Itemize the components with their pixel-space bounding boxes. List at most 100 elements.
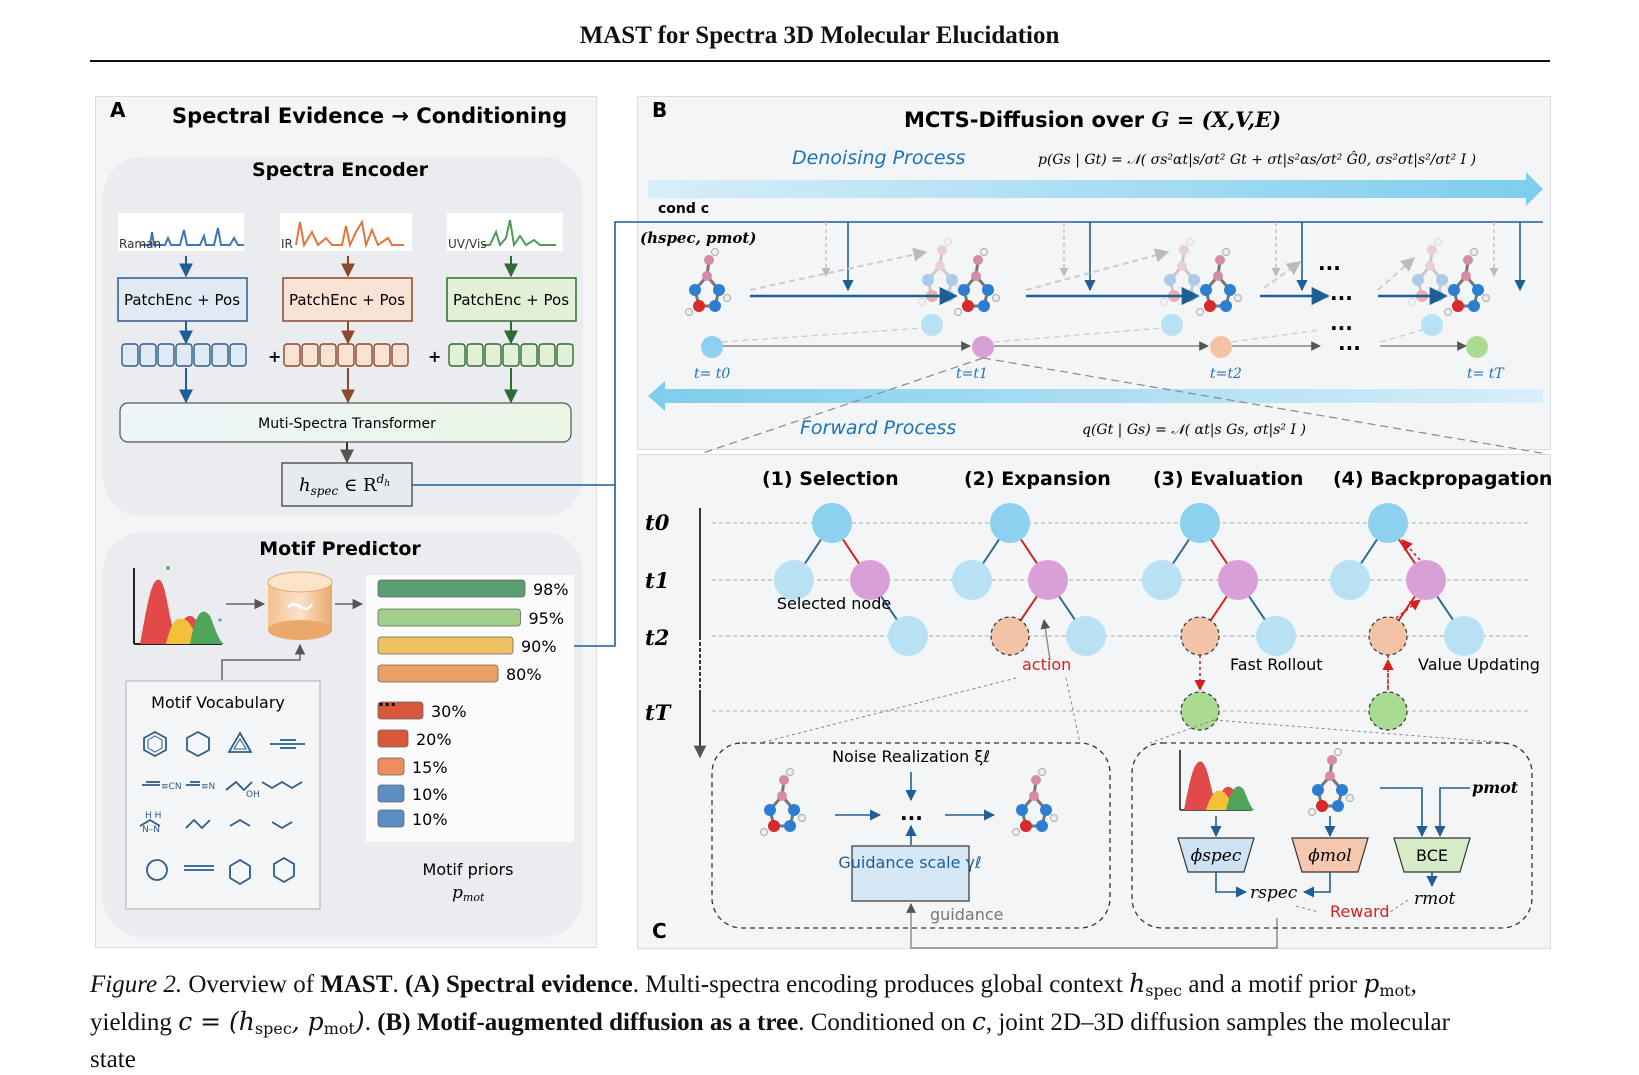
motif-bar-label: 80% — [506, 665, 542, 684]
reward-dash-2 — [1295, 905, 1319, 913]
patch-tokens — [121, 343, 574, 367]
caption-text-7: . — [364, 1009, 378, 1036]
r-mot-label: rmot — [1414, 889, 1455, 909]
step-backpropagation: (4) Backpropagation — [1333, 468, 1552, 490]
patch-token — [301, 343, 319, 367]
caption-b-head: (B) Motif-augmented diffusion as a tree — [377, 1009, 799, 1036]
action-label: action — [1022, 655, 1071, 674]
reward-box — [1131, 742, 1533, 929]
caption-hspec: hspec — [1129, 969, 1183, 1000]
molecule-reward — [1307, 747, 1355, 817]
time-t0: t= t0 — [694, 366, 730, 382]
motif-bar-label: 10% — [412, 810, 448, 829]
motif-priors-symbol: pmot — [452, 883, 485, 904]
motif-bar-label: 20% — [416, 730, 452, 749]
caption-text-2: . — [392, 971, 406, 998]
motif-bar-label: 10% — [412, 785, 448, 804]
dots-b-2: ... — [1330, 281, 1353, 305]
phi-spec-label: ϕspec — [1191, 846, 1242, 866]
uvvis-spectrum-plot: UV/Vis — [447, 213, 563, 251]
motif-bar — [377, 664, 499, 683]
molecule-t0 — [684, 247, 732, 317]
motif-vocabulary-title: Motif Vocabulary — [151, 693, 285, 712]
zoom-line-left — [699, 357, 984, 455]
motif-bar — [377, 701, 424, 720]
patch-token — [448, 343, 466, 367]
caption-text-10: state — [90, 1046, 136, 1073]
tree-node-expanded — [990, 616, 1030, 656]
caption-text-4: and a motif prior — [1182, 971, 1364, 998]
tree-node-selected — [850, 560, 890, 600]
motif-bar — [377, 579, 526, 598]
motif-bar — [377, 608, 521, 627]
patch-token — [373, 343, 391, 367]
panel-b-letter: B — [652, 98, 667, 122]
tree-node — [1256, 616, 1296, 656]
raman-spectrum-plot: Raman — [118, 213, 244, 251]
fast-rollout-label: Fast Rollout — [1230, 655, 1323, 674]
noise-realization-label: Noise Realization ξℓ — [832, 747, 990, 766]
motif-bar — [377, 636, 514, 655]
patch-token — [211, 343, 229, 367]
row-label-t0: t0 — [645, 510, 670, 535]
motif-bars-ellipsis: ... — [378, 691, 396, 710]
motif-predictor-title: Motif Predictor — [259, 538, 421, 560]
patchenc-uvvis-box — [446, 277, 577, 322]
patch-token — [355, 343, 373, 367]
motif-bar — [377, 757, 405, 776]
mol-to-bce-arrow — [1380, 787, 1428, 838]
patch-token — [484, 343, 502, 367]
vocab-oh: OH — [246, 790, 260, 800]
cond-tuple: (hspec, pmot) — [640, 229, 756, 247]
transformer-label: Muti-Spectra Transformer — [258, 416, 436, 432]
zoom-line-right — [982, 357, 1548, 455]
row-label-t2: t2 — [645, 625, 669, 650]
zoom-line-c1 — [759, 677, 1017, 744]
step-evaluation: (3) Evaluation — [1153, 468, 1303, 490]
reward-label: Reward — [1330, 902, 1390, 921]
mcts-trees — [774, 503, 1484, 731]
caption-fig-label: Figure 2. — [90, 971, 183, 998]
motif-bar-label: 15% — [412, 758, 448, 777]
tree-node-rollout — [1368, 691, 1408, 731]
panel-a-letter: A — [110, 98, 126, 122]
patchenc-raman-label: PatchEnc + Pos — [124, 291, 240, 309]
mcts-tree — [1142, 503, 1296, 731]
denoising-arrow — [648, 172, 1543, 206]
tree-node-selected — [1218, 560, 1258, 600]
phi-spec-to-r-arrow — [1215, 872, 1248, 898]
tree-node-root — [812, 503, 852, 543]
uvvis-label: UV/Vis — [448, 237, 487, 251]
zoom-line-c4 — [1213, 719, 1509, 744]
pmot-to-bce-arrow — [1434, 787, 1470, 838]
denoising-label: Denoising Process — [792, 147, 966, 169]
motif-predictor-model-icon — [267, 571, 333, 640]
patch-token — [121, 343, 139, 367]
mcts-tree — [774, 503, 928, 656]
patch-token — [556, 343, 574, 367]
guidance-label: guidance — [930, 905, 1003, 924]
tree-node-root — [1368, 503, 1408, 543]
hspec-label: hspec ∈ Rdh — [299, 472, 390, 498]
motif-spectrum-icon — [133, 566, 224, 645]
patch-token — [229, 343, 247, 367]
tree-node-rollout — [1180, 691, 1220, 731]
cond-down-arrows — [821, 222, 1526, 292]
transformer-box — [119, 402, 572, 443]
guidance-scale-label: Guidance scale γℓ — [838, 853, 981, 872]
noise-dots: ... — [900, 801, 923, 825]
selected-node-label: Selected node — [777, 594, 891, 613]
timeline-nodes — [701, 314, 1488, 358]
plus-1: + — [268, 347, 281, 366]
cond-label: cond c — [658, 201, 709, 217]
time-t2: t=t2 — [1210, 366, 1242, 382]
caption-text-9: , joint 2D–3D diffusion samples the mole… — [985, 1009, 1450, 1036]
molecule-t2 — [1195, 247, 1243, 317]
time-tT: t= tT — [1467, 366, 1505, 382]
dots-b-3: ... — [1330, 311, 1353, 335]
spectra-encoder-title: Spectra Encoder — [252, 159, 429, 181]
figure-2: A Spectral Evidence → Conditioning Spect… — [110, 98, 1553, 949]
panel-a-title: Spectral Evidence → Conditioning — [172, 104, 567, 128]
caption-mast: MAST — [320, 971, 393, 998]
vocab-cn: ≡CN — [161, 782, 182, 792]
